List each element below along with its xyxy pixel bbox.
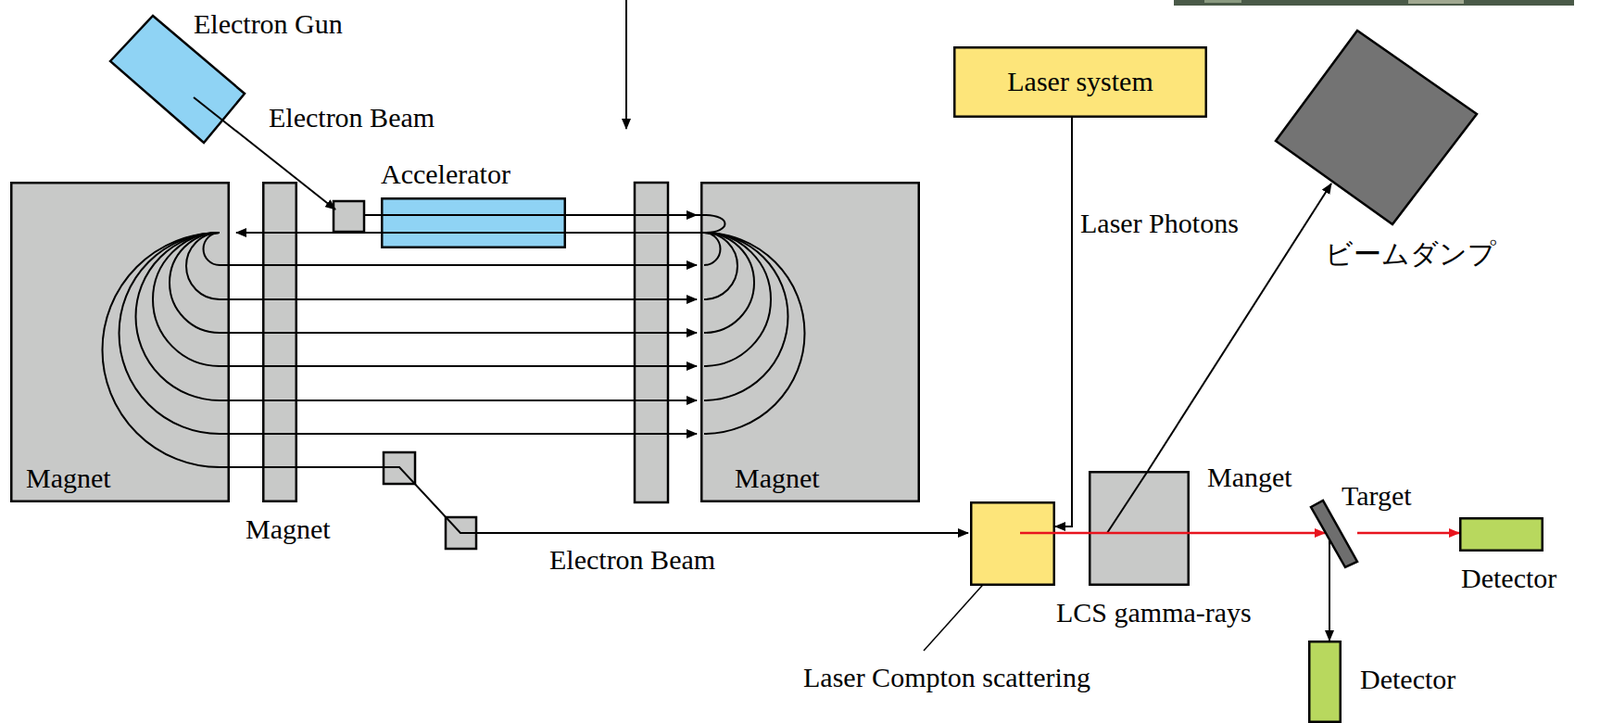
beam-dump: ビームダンプ [1275,30,1477,225]
node-outline [1275,30,1477,225]
orbit-line [219,432,697,435]
node-outline [262,181,298,503]
detector-box: Detector [1459,516,1544,552]
orbit-arc [203,232,221,265]
beam-connector [1328,537,1331,641]
target-plate: Target [1310,500,1358,567]
node-label: Magnet [734,462,820,495]
orbit-arc [704,232,738,300]
node-label: Detector [1360,663,1456,696]
node-shape [954,47,1207,117]
beam-connector [1189,531,1325,535]
node-label: Laser system [1007,65,1153,99]
node-label: Electron Gun [193,8,343,41]
orbit-arc [119,232,220,434]
detector-box: Detector [1308,640,1342,723]
beam-connector [1055,117,1072,527]
node-outline [700,181,920,503]
photo-strip [1408,0,1464,4]
magnet-bar: Magnet [262,181,298,503]
bending-magnet [333,201,365,232]
orbit-arc [186,232,220,300]
orbit-arc [152,232,220,366]
gamma-ray-line [1020,531,1056,535]
accelerator-box: Accelerator [380,197,567,249]
node-shape [263,182,297,502]
magnet-box: Manget [1088,470,1190,586]
node-shape [1309,641,1341,722]
magnet-box: Magnet [700,181,920,503]
node-outline [1308,640,1342,723]
gamma-ray-line [1088,531,1190,535]
orbit-arc [704,232,806,434]
laser-box: Laser system [953,46,1208,118]
magnet-bar [634,182,668,503]
node-shape [11,182,229,502]
node-label: Accelerator [380,158,511,191]
electron-beam-line [1107,470,1148,533]
beam-label: Electron Beam [549,543,716,577]
node-label: Detector [1461,562,1557,595]
node-shape [1089,471,1189,585]
orbit-line [219,331,697,334]
beam-connector [1357,531,1460,535]
node-shape [970,502,1055,585]
pointer-arrow [625,0,628,129]
orbit-arc [704,232,789,401]
node-label: ビームダンプ [1324,238,1497,271]
electron-beam-line [193,97,336,210]
electron-beam-line [219,466,969,533]
orbit-line [364,214,697,216]
electron-gun: Electron Gun [110,15,245,143]
node-label: Manget [1207,461,1293,494]
orbit-line [219,298,697,301]
orbit-line [219,399,697,402]
beam-label: Electron Beam [268,101,435,135]
node-label: Target [1341,479,1412,513]
node-outline [380,197,567,249]
orbit-line [219,264,697,266]
node-shape [381,198,566,248]
photo-strip [1204,0,1242,3]
photo-strip [1173,0,1575,6]
node-shape [701,182,920,502]
node-shape [1460,517,1543,551]
orbit-loop [696,214,726,233]
compton-box: Laser Compton scattering [970,501,1056,586]
orbit-arc [704,232,721,265]
orbit-arc [704,232,771,366]
orbit-line [236,231,705,234]
orbit-arc [102,232,220,467]
node-shape [1275,30,1477,225]
node-outline [1088,470,1190,586]
node-label: Magnet [25,462,112,495]
beam-connector [1055,531,1089,535]
beam-label: LCS gamma-rays [1056,596,1252,630]
node-label: Magnet [245,513,331,546]
node-label: Laser Compton scattering [803,661,1091,694]
node-outline [1459,516,1544,552]
orbit-line [219,365,697,367]
beam-label: Laser Photons [1080,207,1239,240]
node-outline [970,501,1056,586]
